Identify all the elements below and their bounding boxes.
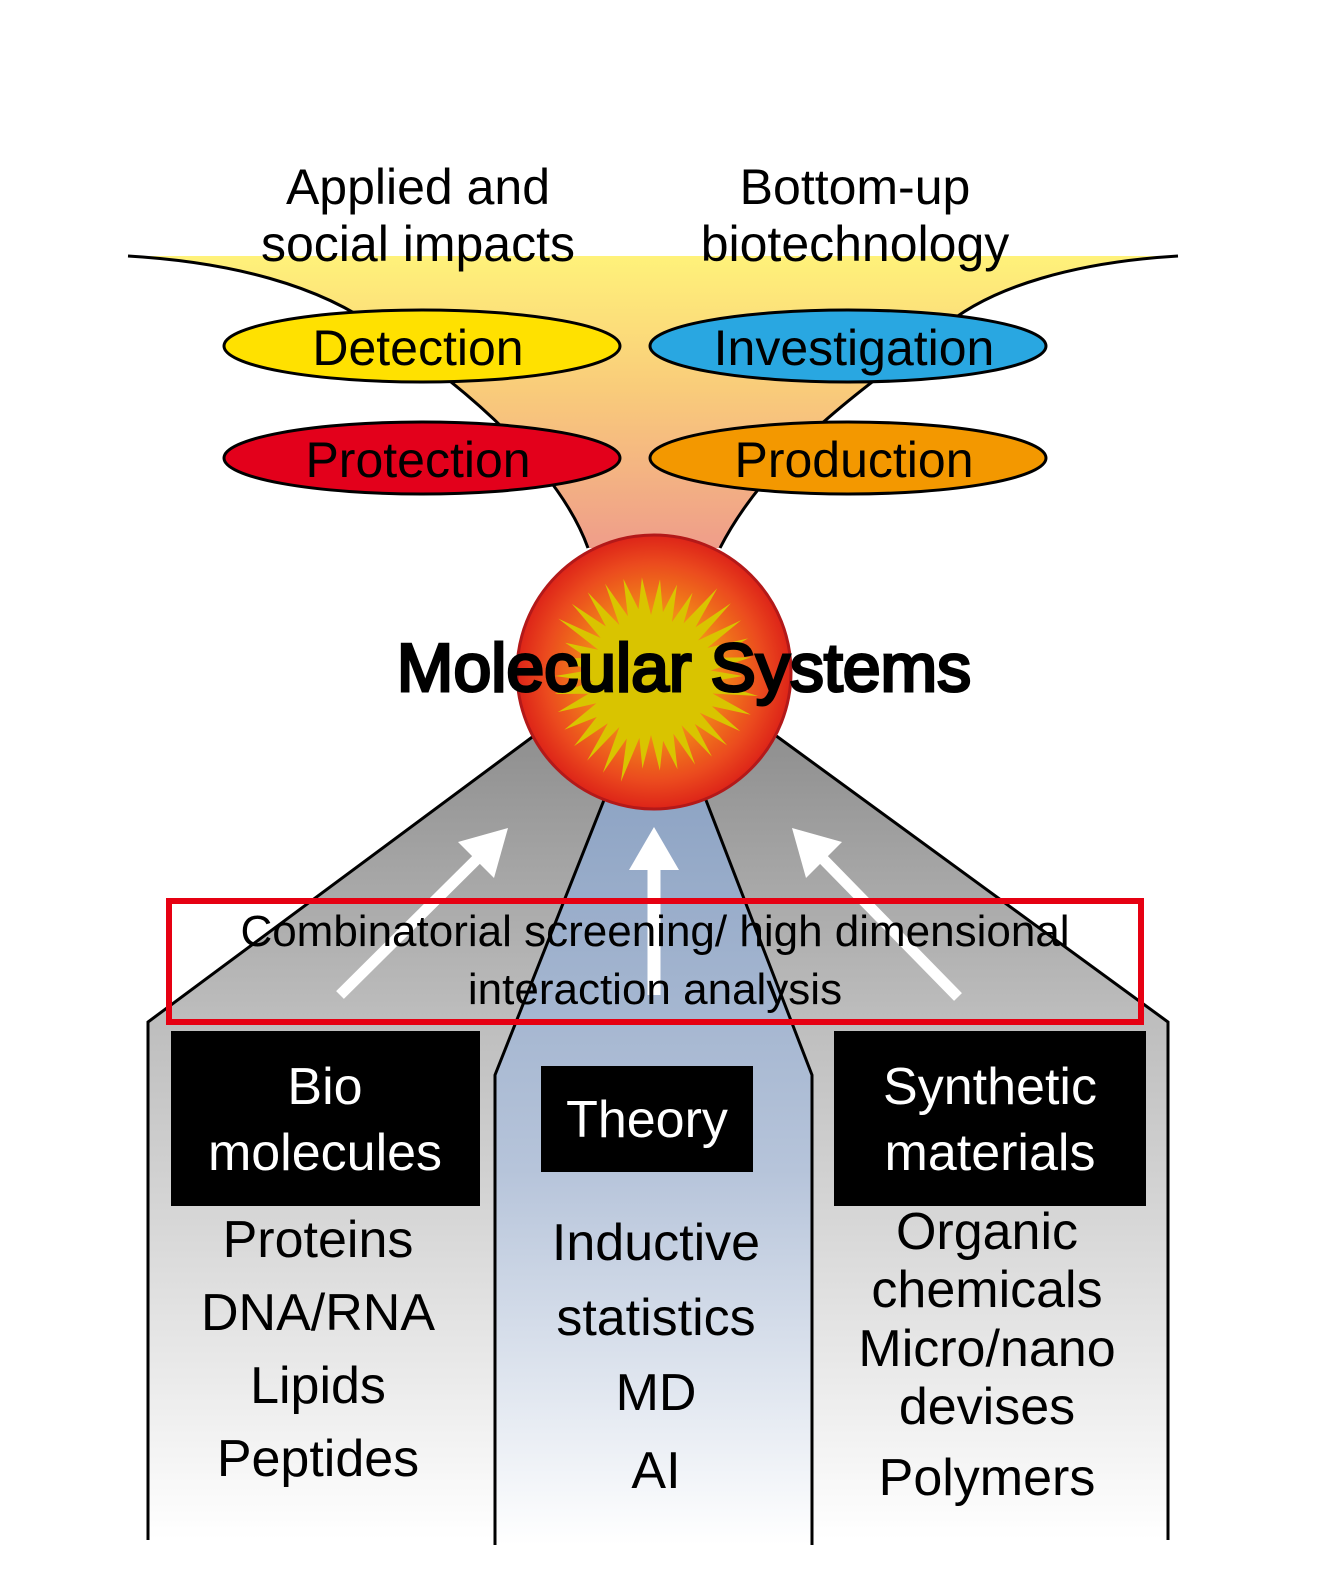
list-item-inductive: Inductive bbox=[552, 1214, 760, 1272]
theory-header: Theory bbox=[541, 1066, 753, 1172]
arrow-up-left-icon bbox=[792, 828, 962, 1001]
investigation-label: Investigation bbox=[714, 320, 995, 376]
screening-box bbox=[166, 898, 1144, 1025]
list-item-md: MD bbox=[616, 1364, 697, 1422]
arrow-up-right-icon bbox=[336, 828, 508, 999]
synthetic-materials-header: Synthetic materials bbox=[834, 1031, 1146, 1206]
biomolecules-header-line1: Bio bbox=[287, 1058, 362, 1116]
molecular-systems-label: Molecular Systems bbox=[397, 630, 971, 706]
production-ellipse: Production bbox=[648, 420, 1048, 496]
arrow-up-icon bbox=[629, 827, 679, 995]
theory-channel-right-edge bbox=[702, 794, 814, 1545]
list-item-proteins: Proteins bbox=[223, 1211, 414, 1269]
applied-impacts-label: Applied and bbox=[286, 159, 550, 215]
protection-ellipse: Protection bbox=[222, 420, 622, 496]
sphere-burst-icon bbox=[554, 577, 759, 782]
detection-ellipse: Detection bbox=[222, 308, 622, 384]
biomolecules-header: Bio molecules bbox=[171, 1031, 480, 1206]
detection-label: Detection bbox=[312, 320, 523, 376]
top-funnel bbox=[128, 256, 1178, 548]
list-item-dna-rna: DNA/RNA bbox=[201, 1284, 435, 1342]
list-item-organic: Organic bbox=[896, 1203, 1078, 1261]
screening-label-line2: interaction analysis bbox=[468, 965, 842, 1014]
production-label: Production bbox=[734, 432, 973, 488]
bottom-up-biotech-label-line2: biotechnology bbox=[701, 216, 1010, 272]
investigation-ellipse: Investigation bbox=[648, 308, 1048, 384]
list-item-chemicals: chemicals bbox=[871, 1261, 1102, 1319]
biomolecules-header-line2: molecules bbox=[208, 1124, 442, 1182]
screening-label: Combinatorial screening/ high dimensiona… bbox=[240, 907, 1069, 956]
list-item-devises: devises bbox=[899, 1378, 1075, 1436]
synthetic-header-line1: Synthetic bbox=[883, 1058, 1097, 1116]
applied-impacts-label-line2: social impacts bbox=[261, 216, 575, 272]
list-item-lipids: Lipids bbox=[250, 1357, 386, 1415]
protection-label: Protection bbox=[305, 432, 530, 488]
list-item-statistics: statistics bbox=[556, 1289, 755, 1347]
list-item-ai: AI bbox=[631, 1442, 680, 1500]
left-outer-edge bbox=[146, 733, 536, 1540]
synthetic-header-line2: materials bbox=[885, 1124, 1096, 1182]
theory-header-label: Theory bbox=[566, 1091, 728, 1149]
right-outer-edge bbox=[774, 733, 1170, 1540]
bottom-up-biotech-label: Bottom-up bbox=[740, 159, 971, 215]
list-item-micro-nano: Micro/nano bbox=[858, 1320, 1115, 1378]
list-item-polymers: Polymers bbox=[879, 1449, 1096, 1507]
theory-channel-left-edge bbox=[493, 794, 608, 1545]
list-item-peptides: Peptides bbox=[217, 1430, 419, 1488]
